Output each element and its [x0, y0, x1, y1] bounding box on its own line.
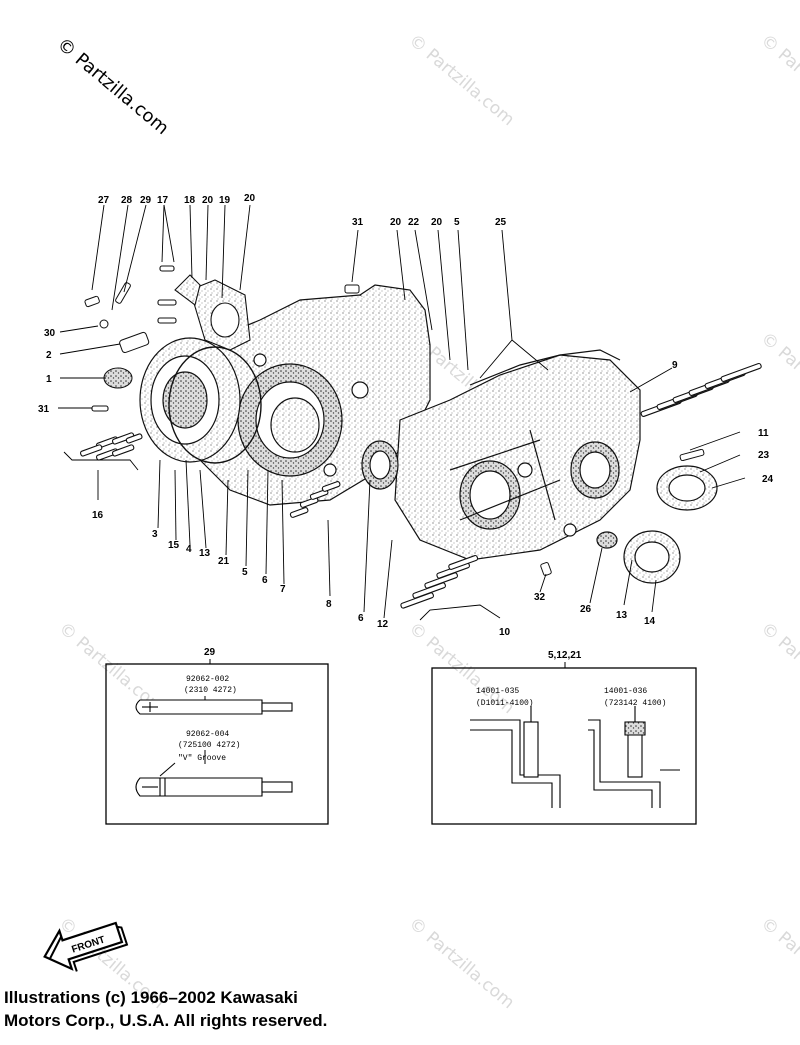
callout-6: 6 — [262, 575, 268, 586]
detail-title: 5,12,21 — [548, 650, 582, 661]
detail-box-dowel-29: 29 92062-002 (2310 4272) 92062-004 (7251… — [105, 647, 329, 825]
part-number: 92062-002 — [186, 675, 229, 684]
front-direction-arrow: FRONT — [43, 921, 129, 972]
part-reference: (723142 4100) — [604, 699, 666, 708]
callout-20: 20 — [431, 217, 443, 228]
copyright-notice: Illustrations (c) 1966–2002 Kawasaki Mot… — [4, 986, 444, 1032]
callout-21: 21 — [218, 556, 230, 567]
callout-29: 29 — [140, 195, 152, 206]
callout-13: 13 — [616, 610, 628, 621]
callout-27: 27 — [98, 195, 110, 206]
leader-lines — [58, 204, 746, 621]
callout-19: 19 — [219, 195, 231, 206]
callout-22: 22 — [408, 217, 420, 228]
part-reference: (D1011-4100) — [476, 699, 534, 708]
part-reference: (2310 4272) — [184, 686, 237, 695]
watermark-faint: © Partzilla.com — [757, 31, 800, 131]
copyright-line: Illustrations (c) 1966–2002 Kawasaki — [4, 988, 298, 1007]
callout-10: 10 — [499, 627, 511, 638]
callout-31: 31 — [352, 217, 364, 228]
watermark-faint: © Partzilla.com — [757, 619, 800, 719]
callout-3: 3 — [152, 529, 158, 540]
callout-5: 5 — [454, 217, 460, 228]
callout-13: 13 — [199, 548, 211, 559]
callout-25: 25 — [495, 217, 507, 228]
callout-2: 2 — [46, 350, 52, 361]
part-reference: (725100 4272) — [178, 741, 240, 750]
part-number: 14001-036 — [604, 687, 647, 696]
callout-26: 26 — [580, 604, 592, 615]
callout-17: 17 — [157, 195, 169, 206]
callout-5: 5 — [242, 567, 248, 578]
callout-9: 9 — [672, 360, 678, 371]
watermark-faint: © Partzilla.com — [405, 31, 518, 131]
callout-15: 15 — [168, 540, 180, 551]
watermark-main: © Partzilla.com — [53, 34, 173, 139]
detail-title: 29 — [204, 647, 216, 658]
watermark-faint: © Partzilla.com — [757, 329, 800, 429]
callout-20: 20 — [202, 195, 214, 206]
callout-1: 1 — [46, 374, 52, 385]
callout-6: 6 — [358, 613, 364, 624]
callout-4: 4 — [186, 544, 192, 555]
callout-24: 24 — [762, 474, 774, 485]
callout-7: 7 — [280, 584, 286, 595]
main-bearing — [361, 440, 399, 490]
groove-label: "V" Groove — [178, 754, 226, 763]
callout-32: 32 — [534, 592, 546, 603]
oil-seals — [596, 465, 718, 584]
callout-12: 12 — [377, 619, 389, 630]
callout-18: 18 — [184, 195, 196, 206]
bolt-sets — [79, 265, 762, 609]
callout-16: 16 — [92, 510, 104, 521]
callout-20: 20 — [244, 193, 256, 204]
right-crankcase-half — [394, 349, 641, 561]
detail-box-knock-pin: 5,12,21 14001-035 (D1011-4100) 14001-036… — [431, 650, 697, 825]
callout-30: 30 — [44, 328, 56, 339]
callout-8: 8 — [326, 599, 332, 610]
watermark-faint: © Partzilla.com — [757, 914, 800, 1014]
breather-bracket-parts — [174, 274, 251, 351]
callout-28: 28 — [121, 195, 133, 206]
callout-31: 31 — [38, 404, 50, 415]
copyright-line: Motors Corp., U.S.A. All rights reserved… — [4, 1011, 328, 1030]
callout-numbers: 27 28 29 17 18 20 19 20 31 20 22 20 5 25… — [38, 193, 774, 638]
part-number: 92062-004 — [186, 730, 229, 739]
studs-and-dowels — [84, 282, 705, 576]
callout-20: 20 — [390, 217, 402, 228]
callout-14: 14 — [644, 616, 656, 627]
part-number: 14001-035 — [476, 687, 519, 696]
callout-23: 23 — [758, 450, 770, 461]
callout-11: 11 — [758, 428, 769, 439]
